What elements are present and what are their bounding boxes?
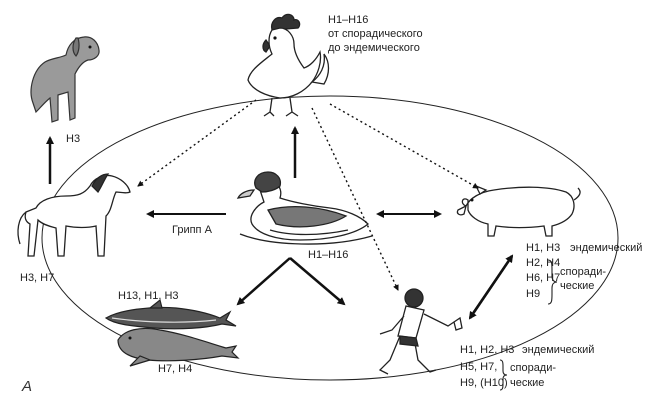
chicken-label-3: до эндемического	[328, 42, 420, 55]
seal-icon	[118, 328, 238, 366]
horse-icon	[18, 174, 130, 256]
pig-sporadic-line-1: H2, H4	[526, 257, 560, 270]
chicken-label-1: H1–H16	[328, 14, 368, 27]
seal-label: H7, H4	[158, 363, 192, 376]
human-sporadic-word-1: споради-	[510, 362, 556, 375]
dotted-arrow-chicken-to-pig	[330, 104, 478, 188]
horse-label: H3, H7	[20, 272, 54, 285]
duck-to-horse-label: Грипп А	[172, 224, 212, 237]
pig-sporadic-word-1: споради-	[560, 266, 606, 279]
chicken-icon	[248, 14, 329, 116]
dog-label: H3	[66, 133, 80, 146]
human-sporadic-line-1: H5, H7,	[460, 361, 497, 374]
whale-icon	[106, 300, 236, 329]
dog-icon	[31, 37, 99, 122]
human-icon	[380, 289, 462, 374]
arrow-duck-to-sea-mammals	[238, 258, 290, 304]
duck-icon	[238, 172, 372, 244]
pig-sporadic-line-3: H9	[526, 288, 540, 301]
human-sporadic-word-2: ческие	[510, 377, 544, 390]
whale-label: H13, H1, H3	[118, 290, 179, 303]
human-endemic-values: H1, H2, H3	[460, 344, 514, 357]
dotted-arrow-chicken-to-human	[312, 108, 398, 290]
human-endemic-word: эндемический	[522, 344, 594, 357]
chicken-label-2: от спорадического	[328, 28, 423, 41]
arrow-human-pig	[470, 256, 512, 318]
dotted-arrow-chicken-to-horse	[138, 100, 256, 186]
pig-endemic-values: H1, H3	[526, 242, 560, 255]
arrow-duck-to-human	[290, 258, 344, 304]
panel-label: А	[22, 378, 32, 395]
pig-endemic-word: эндемический	[570, 242, 642, 255]
human-sporadic-line-2: H9, (H10)	[460, 377, 508, 390]
pig-sporadic-word-2: ческие	[560, 280, 594, 293]
pig-sporadic-line-2: H6, H7	[526, 272, 560, 285]
duck-label: H1–H16	[308, 249, 348, 262]
pig-icon	[457, 186, 580, 236]
